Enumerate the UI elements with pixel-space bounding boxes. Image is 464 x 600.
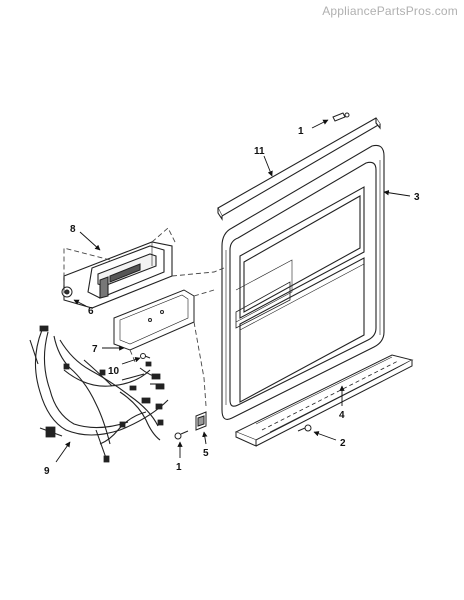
callout-4: 4	[339, 410, 345, 421]
callout-1-top: 1	[298, 126, 304, 137]
screw-7	[140, 353, 151, 359]
callout-6: 6	[88, 306, 94, 317]
screw-bottom	[297, 424, 312, 432]
callout-1-bottom: 1	[176, 462, 182, 473]
callout-3: 3	[414, 192, 420, 203]
control-module	[63, 241, 173, 309]
bracket-5	[195, 411, 207, 431]
callout-11: 11	[254, 146, 265, 157]
control-knob	[61, 286, 73, 298]
callout-8: 8	[70, 224, 76, 235]
door-panel	[221, 144, 385, 420]
top-trim-strip	[217, 117, 381, 221]
screw-1-bottom	[174, 430, 189, 440]
callout-10: 10	[108, 366, 120, 377]
callout-labels: 1 11 3 8 6 7 10 4 2 9 1 5	[44, 126, 420, 477]
callout-leaders	[55, 119, 411, 463]
bottom-vent-strip	[234, 354, 414, 447]
screw-top	[332, 112, 350, 122]
callout-7: 7	[92, 344, 98, 355]
harness-connectors	[39, 325, 165, 463]
watermark: AppliancePartsPros.com	[322, 4, 458, 18]
callout-2: 2	[340, 438, 346, 449]
callout-5: 5	[203, 448, 209, 459]
circuit-board	[113, 289, 195, 351]
wire-harness	[29, 329, 169, 459]
callout-9: 9	[44, 466, 50, 477]
